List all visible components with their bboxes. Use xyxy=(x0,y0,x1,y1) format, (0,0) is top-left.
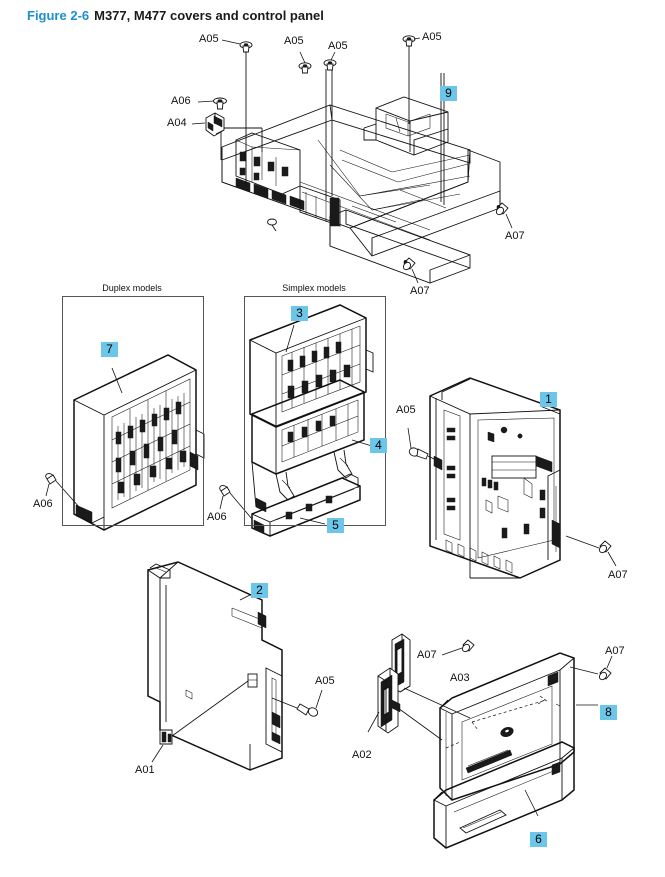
control-panel-art xyxy=(367,633,613,849)
screw-a05-side-cover xyxy=(296,703,319,717)
label-a07-chassis: A07 xyxy=(608,569,628,581)
screw-a07-chassis xyxy=(598,540,612,554)
callout-item-2[interactable]: 2 xyxy=(251,583,268,598)
label-a07-panel-right: A07 xyxy=(605,645,625,657)
right-chassis-art xyxy=(407,377,617,579)
screw-a07-panel-left xyxy=(461,639,475,653)
callout-item-5[interactable]: 5 xyxy=(327,518,344,533)
figure-number: Figure 2-6 xyxy=(27,8,90,23)
label-a05-1: A05 xyxy=(199,33,219,45)
label-a06-duplex: A06 xyxy=(33,498,53,510)
simplex-lower-cover-art xyxy=(219,473,361,537)
callout-item-6[interactable]: 6 xyxy=(530,832,547,847)
screw-a05-4 xyxy=(402,35,416,47)
left-side-cover-art xyxy=(147,561,323,771)
simplex-models-box xyxy=(244,296,386,526)
label-a02: A02 xyxy=(352,749,372,761)
label-a05-side-cover: A05 xyxy=(315,675,335,687)
label-a07-panel-left: A07 xyxy=(417,649,437,661)
screw-deck xyxy=(267,218,277,232)
callout-item-1[interactable]: 1 xyxy=(540,392,557,407)
duplex-models-caption: Duplex models xyxy=(102,283,162,293)
screw-a06-simplex xyxy=(219,485,231,497)
screw-a07-2 xyxy=(402,257,416,271)
callout-item-8[interactable]: 8 xyxy=(600,705,617,720)
duplex-models-box xyxy=(62,296,204,526)
callout-item-3[interactable]: 3 xyxy=(291,306,308,321)
duplex-rear-door-art xyxy=(45,354,205,531)
label-a04: A04 xyxy=(167,117,187,129)
clip-a01 xyxy=(159,729,173,745)
screw-a06-top xyxy=(213,97,227,110)
hinge-bracket-a04 xyxy=(205,112,225,137)
hinge-post-a02 xyxy=(377,667,401,734)
label-a05-2: A05 xyxy=(284,35,304,47)
figure-title: Figure 2-6 M377, M477 covers and control … xyxy=(27,8,324,23)
label-a06-1: A06 xyxy=(171,95,191,107)
figure-caption: M377, M477 covers and control panel xyxy=(94,8,324,23)
callout-item-4[interactable]: 4 xyxy=(370,438,387,453)
screw-a05-chassis xyxy=(408,447,429,460)
simplex-models-caption: Simplex models xyxy=(282,283,346,293)
callout-item-7[interactable]: 7 xyxy=(101,342,118,357)
label-a07-2: A07 xyxy=(410,285,430,297)
screw-a07-panel-right xyxy=(598,667,612,681)
screw-a06-duplex xyxy=(45,473,57,485)
callout-item-9[interactable]: 9 xyxy=(440,86,457,101)
label-a03: A03 xyxy=(450,672,470,684)
screw-a05-2 xyxy=(298,62,312,74)
screw-a05-1 xyxy=(239,41,253,53)
label-a07-1: A07 xyxy=(505,230,525,242)
simplex-inner-panel-art xyxy=(251,379,373,513)
scanner-assembly-art xyxy=(191,35,513,284)
screw-a07-1 xyxy=(495,202,509,216)
label-a06-simplex: A06 xyxy=(207,511,227,523)
label-a05-chassis: A05 xyxy=(396,404,416,416)
label-a05-3: A05 xyxy=(328,40,348,52)
label-a05-4: A05 xyxy=(422,31,442,43)
label-a01: A01 xyxy=(135,764,155,776)
screw-a05-3 xyxy=(323,59,337,71)
